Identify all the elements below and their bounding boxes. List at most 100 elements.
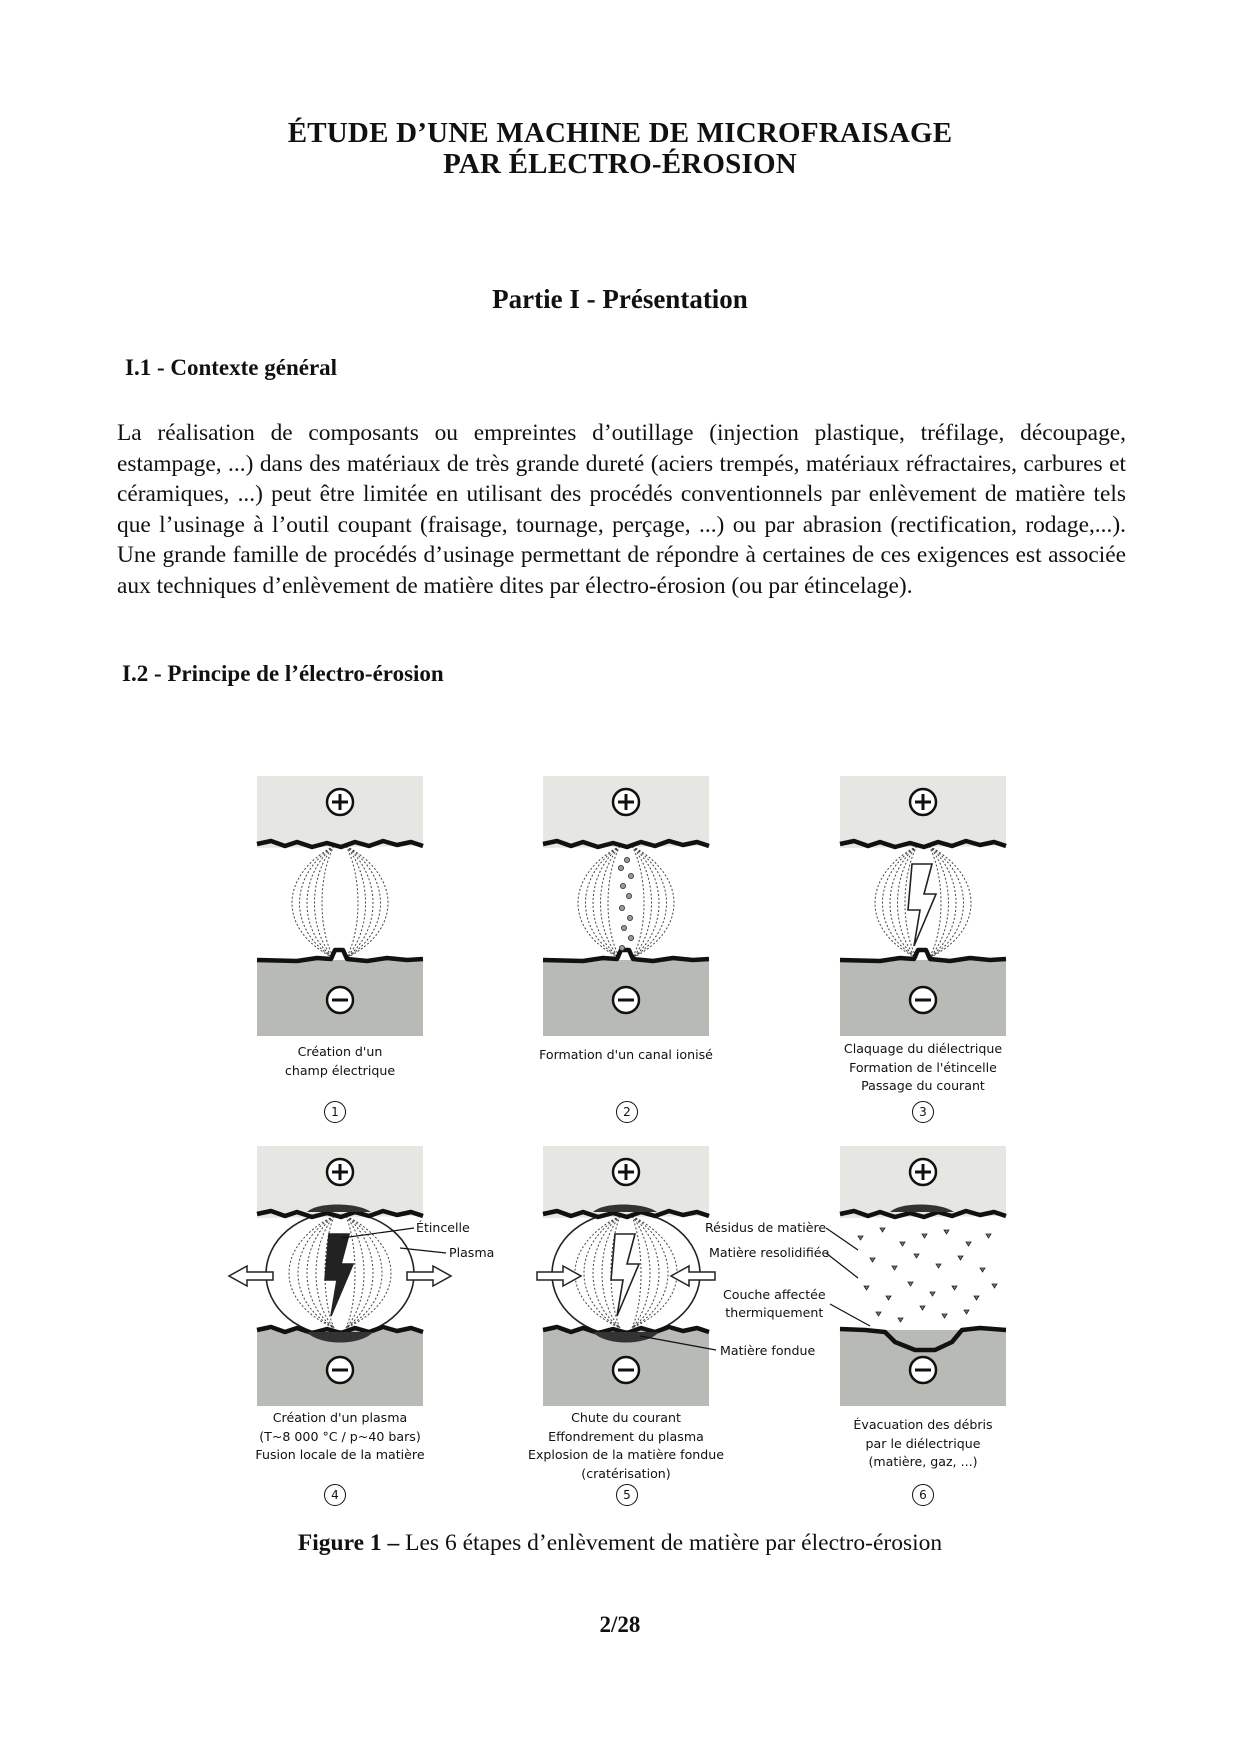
debris-particle bbox=[951, 1285, 958, 1291]
field-line bbox=[291, 845, 335, 959]
field-line bbox=[882, 845, 918, 959]
ion-dot bbox=[624, 857, 631, 864]
step-diagram-svg bbox=[542, 776, 710, 1036]
debris-particle bbox=[921, 1233, 928, 1239]
field-line bbox=[345, 845, 374, 959]
field-line bbox=[592, 845, 621, 959]
field-line bbox=[592, 1215, 621, 1329]
field-line bbox=[345, 845, 366, 959]
spark-bolt-icon bbox=[324, 1233, 355, 1317]
cathode-surface bbox=[839, 947, 1007, 964]
debris-particle bbox=[899, 1241, 906, 1247]
debris-particle bbox=[941, 1313, 948, 1319]
document-title-line1: ÉTUDE D’UNE MACHINE DE MICROFRAISAGE bbox=[287, 117, 953, 149]
debris-particle bbox=[891, 1265, 898, 1271]
field-line bbox=[306, 1215, 335, 1329]
field-line bbox=[345, 1215, 392, 1329]
figure-step-2-number: 2 bbox=[616, 1101, 638, 1123]
debris-particle bbox=[919, 1305, 926, 1311]
field-line bbox=[928, 845, 957, 959]
figure-caption-label: Figure 1 – bbox=[297, 1530, 400, 1556]
ion-dot bbox=[627, 914, 634, 921]
label-matiere-resolidifiee: Matière resolidifiée bbox=[709, 1245, 830, 1260]
field-line bbox=[631, 1215, 669, 1329]
field-line bbox=[631, 845, 652, 959]
anode-surface bbox=[256, 838, 424, 850]
debris-particle bbox=[885, 1295, 892, 1301]
field-line bbox=[345, 1215, 374, 1329]
arrow-left-icon bbox=[227, 1264, 274, 1288]
field-line bbox=[321, 845, 335, 959]
leader-line bbox=[829, 1303, 871, 1327]
figure-step-4-number: 4 bbox=[324, 1484, 346, 1506]
plasma-arrows bbox=[227, 1264, 453, 1288]
field-line bbox=[577, 845, 621, 959]
field-line bbox=[874, 845, 918, 959]
plasma-arrows bbox=[536, 1264, 716, 1288]
debris-particle bbox=[869, 1257, 876, 1263]
field-line bbox=[306, 845, 335, 959]
field-line bbox=[889, 845, 918, 959]
leader-line bbox=[825, 1252, 859, 1279]
ion-dot bbox=[619, 904, 626, 911]
section-title-contexte: I.1 - Contexte général bbox=[125, 355, 338, 380]
label-etincelle: Étincelle bbox=[416, 1220, 470, 1235]
figure-step-2-caption: Formation d'un canal ionisé bbox=[539, 1047, 713, 1062]
electric-field-lines bbox=[577, 845, 675, 959]
cathode-surface bbox=[256, 947, 424, 964]
field-line bbox=[297, 1215, 335, 1329]
field-line bbox=[607, 845, 621, 959]
debris-particle bbox=[965, 1241, 972, 1247]
field-line bbox=[928, 845, 972, 959]
anode-surface bbox=[839, 1208, 1007, 1220]
debris-particle bbox=[991, 1283, 998, 1289]
ion-dot bbox=[626, 893, 633, 900]
debris-particle bbox=[863, 1285, 870, 1291]
field-line bbox=[585, 845, 621, 959]
cathode-surface bbox=[542, 947, 710, 964]
electric-field-lines bbox=[288, 1215, 392, 1329]
step-diagram-svg bbox=[839, 1146, 1007, 1406]
anode-surface bbox=[542, 1208, 710, 1220]
field-line bbox=[299, 845, 335, 959]
field-line bbox=[345, 845, 359, 959]
field-line bbox=[345, 845, 381, 959]
ion-dot bbox=[618, 865, 625, 872]
debris-particle bbox=[857, 1235, 864, 1241]
ion-dot bbox=[620, 883, 627, 890]
document-title-line2: PAR ÉLECTRO-ÉROSION bbox=[443, 148, 797, 180]
debris-particle bbox=[879, 1227, 886, 1233]
ion-dot bbox=[628, 873, 635, 880]
field-line bbox=[345, 845, 389, 959]
electric-field-lines bbox=[291, 845, 389, 959]
debris-particle bbox=[935, 1263, 942, 1269]
spark-bolt-icon bbox=[907, 863, 938, 947]
ion-dot bbox=[619, 944, 626, 951]
debris-particle bbox=[875, 1311, 882, 1317]
leader-line bbox=[341, 1227, 415, 1239]
figure-step-5-number: 5 bbox=[616, 1484, 638, 1506]
figure-step-3-caption: Claquage du diélectrique Formation de l'… bbox=[843, 1041, 1003, 1093]
debris-particles bbox=[857, 1227, 998, 1323]
document-title: ÉTUDE D’UNE MACHINE DE MICROFRAISAGE PAR… bbox=[0, 118, 1240, 180]
field-line bbox=[631, 845, 660, 959]
molten-deposit-anode bbox=[307, 1204, 371, 1212]
anode-surface bbox=[839, 838, 1007, 850]
field-line bbox=[631, 1215, 651, 1329]
field-line bbox=[904, 845, 918, 959]
step-diagram-svg bbox=[256, 776, 424, 1036]
label-residus-matiere: Résidus de matière bbox=[705, 1220, 827, 1235]
field-line bbox=[288, 1215, 335, 1329]
field-line bbox=[631, 1215, 660, 1329]
field-line bbox=[600, 845, 621, 959]
label-matiere-fondue: Matière fondue bbox=[720, 1343, 816, 1358]
debris-particle bbox=[897, 1317, 904, 1323]
field-line bbox=[928, 845, 942, 959]
field-line bbox=[314, 845, 335, 959]
figure-caption-text: Les 6 étapes d’enlèvement de matière par… bbox=[399, 1530, 943, 1556]
debris-particle bbox=[957, 1255, 964, 1261]
field-line bbox=[315, 1215, 335, 1329]
field-line bbox=[601, 1215, 621, 1329]
